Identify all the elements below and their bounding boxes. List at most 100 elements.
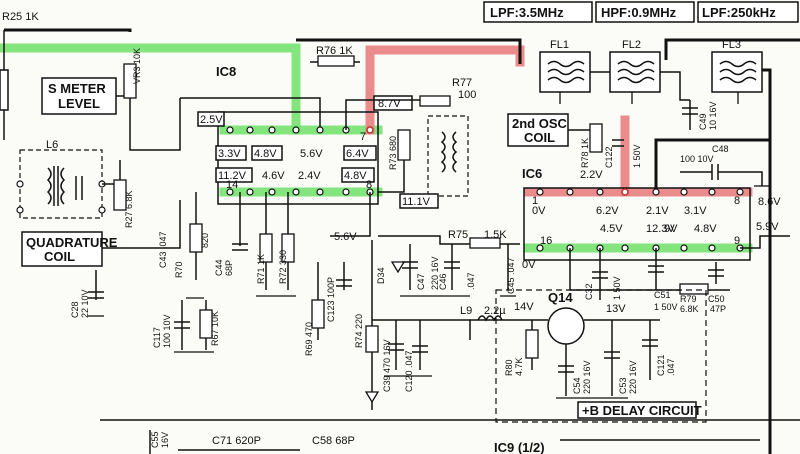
c117-label: C117	[152, 327, 162, 348]
c48-label: C48	[712, 144, 729, 154]
ic8-pin8: 8	[366, 179, 372, 191]
ic6-v45: 4.5V	[600, 223, 623, 235]
ic6-v0: 0V	[532, 205, 546, 217]
c117-value: 100 10V	[162, 314, 172, 348]
ic6-v62: 6.2V	[596, 205, 619, 217]
ic8-pin7: 7	[360, 131, 366, 143]
ic8-v48a: 4.8V	[254, 148, 277, 160]
r71-label: R71 1K	[256, 254, 266, 284]
c44-label: C44	[214, 259, 224, 276]
c32-value: 1 50V	[612, 276, 622, 300]
r79-label: R79	[680, 294, 697, 304]
c55-label: C55	[150, 431, 160, 448]
ic8-v48a-box	[251, 145, 283, 161]
c123-label: C123 100P	[326, 277, 336, 322]
c120-label: C120 .047	[404, 350, 414, 392]
c51-value: 1 50V	[654, 302, 678, 312]
q14-v14: 14V	[514, 301, 534, 313]
ic8-v112: 11.2V	[218, 170, 247, 182]
r70-value: 820	[200, 233, 210, 248]
lpf2-label: LPF:250kHz	[702, 5, 776, 20]
r67-label: R67 10K	[210, 311, 220, 346]
ic6-v21: 2.1V	[646, 205, 669, 217]
c46-value: .047	[466, 272, 476, 290]
c32-label: C32	[584, 283, 594, 300]
c54-value: 220 16V	[582, 360, 592, 394]
ic8-top-pins	[226, 126, 374, 134]
r72-label: R72 330	[278, 250, 288, 284]
c46-label: C46	[438, 273, 448, 290]
ic6-pin16: 16	[540, 235, 552, 247]
fl2-label: FL2	[622, 39, 641, 51]
ic8-v25: 2.5V	[200, 114, 223, 126]
ic6-v59: 5.9V	[756, 221, 779, 233]
ic8-v64-box	[343, 145, 377, 161]
c28-value: 22 10V	[80, 289, 90, 318]
c28-label: C28	[70, 301, 80, 318]
delay-circuit-label-box	[577, 401, 697, 419]
l6-label: L6	[46, 139, 58, 151]
r80-value: 4.7K	[514, 357, 524, 376]
c48-value: 100 10V	[680, 154, 714, 164]
r78-label: R78 1K	[580, 138, 590, 168]
osc-coil-label: COIL	[524, 130, 555, 145]
s-meter-level-block	[41, 77, 117, 115]
fl3-filter: FL3	[711, 39, 763, 93]
q14-v13: 13V	[606, 303, 626, 315]
r27-label: R27 6.8K	[124, 190, 134, 228]
fl3-label: FL3	[722, 39, 741, 51]
c50-label: C50	[708, 294, 725, 304]
ic6-v22: 2.2V	[580, 169, 603, 181]
lpf-3-5mhz-box	[483, 1, 593, 23]
delay-circuit-label: +B DELAY CIRCUIT	[582, 403, 702, 418]
d34-label: D34	[376, 267, 386, 284]
ic8-v24: 2.4V	[298, 170, 321, 182]
ic6-pin1: 1	[532, 195, 538, 207]
c54-label: C54	[572, 377, 582, 394]
ic8-v33: 3.3V	[218, 148, 241, 160]
fl1-label: FL1	[550, 39, 569, 51]
c122-value: 1 50V	[632, 144, 642, 168]
c71-label: C71 620P	[212, 435, 261, 447]
ic6-v86: 8.6V	[758, 196, 781, 208]
ic8-v25-box	[197, 111, 225, 127]
c47-label: C47	[416, 273, 426, 290]
c53-label: C53	[618, 377, 628, 394]
ic6-bottom-pins	[536, 244, 744, 252]
fl2-filter: FL2	[609, 39, 661, 93]
r80-label: R80	[504, 359, 514, 376]
hpf-box	[595, 1, 695, 23]
ic6-label: IC6	[522, 166, 542, 181]
ic8-v56: 5.6V	[300, 148, 323, 160]
vr3-label: VR3 10K	[132, 48, 142, 84]
ic8-label: IC8	[216, 64, 236, 79]
ic8-v64: 6.4V	[346, 148, 369, 160]
c55-value: 16V	[160, 432, 170, 448]
l9-label: L9	[460, 305, 472, 317]
c39-label: C39 470 16V	[382, 339, 392, 392]
ic8-pin14: 14	[226, 179, 238, 191]
ic6-top-pins	[536, 188, 744, 196]
ic6-pin8: 8	[734, 195, 740, 207]
ic6-v48: 4.8V	[694, 223, 717, 235]
ic6-body	[523, 187, 751, 261]
q14-transistor	[547, 307, 585, 345]
c47-value: 220 16V	[430, 256, 440, 290]
c49-value: 10 16V	[708, 101, 718, 130]
lpf1-label: LPF:3.5MHz	[490, 5, 564, 20]
d34-diode	[390, 261, 406, 274]
c49-label: C49	[698, 113, 708, 130]
c43-label: C43 .047	[158, 231, 168, 268]
ic6-v31: 3.1V	[684, 205, 707, 217]
quadrature-coil-block	[21, 231, 103, 267]
coil-label: COIL	[44, 249, 75, 264]
r76-label: R76 1K	[316, 45, 353, 57]
c121-label: C121	[656, 354, 666, 376]
r79-value: 6.8K	[680, 304, 699, 314]
c45-label: C45 .047	[506, 257, 516, 294]
ic9-label: IC9 (1/2)	[494, 440, 545, 454]
c122-label: C122	[604, 146, 614, 168]
r69-label: R69 470	[304, 322, 314, 356]
ic6-v9: 9V	[664, 223, 678, 235]
